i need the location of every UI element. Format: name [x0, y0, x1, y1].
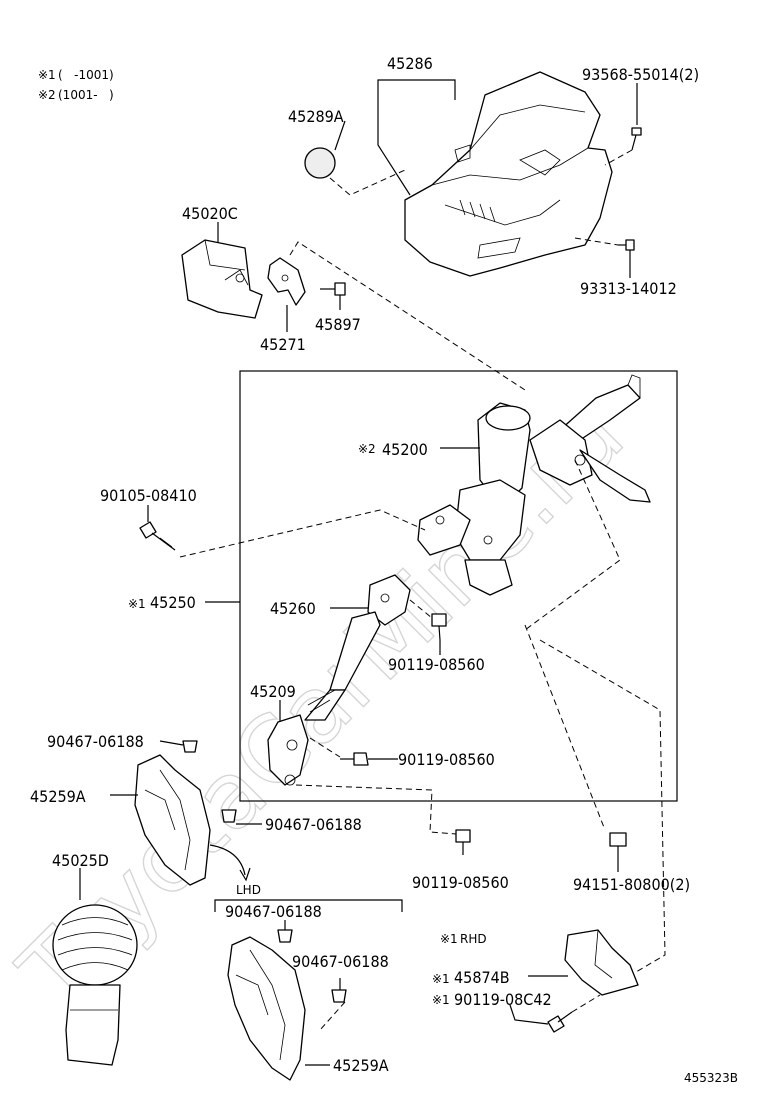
label-90119-08560-b: 90119-08560: [398, 750, 495, 769]
label-45259A-upper: 45259A: [30, 787, 86, 806]
label-45874B: 45874B: [454, 968, 510, 987]
steering-column-45200[interactable]: [417, 374, 651, 596]
screw-45897[interactable]: [320, 282, 346, 296]
cover-45259A-lower[interactable]: [227, 936, 306, 1081]
label-90119-08C42: 90119-08C42: [454, 990, 552, 1009]
diagram-id: 455323B: [684, 1071, 738, 1085]
emblem-45289A[interactable]: [304, 147, 336, 179]
bracket-45020C[interactable]: [181, 239, 263, 319]
label-90119-08C42-mark: ※1: [432, 993, 450, 1007]
screw-93313[interactable]: [618, 239, 635, 251]
label-45289A: 45289A: [288, 107, 344, 126]
assembly-box-45250: [239, 370, 678, 802]
bolt-90119-d[interactable]: [547, 1011, 573, 1033]
clip-90467-c[interactable]: [277, 929, 293, 943]
label-45200-mark: ※2: [358, 442, 376, 456]
label-94151-80800: 94151-80800(2): [573, 875, 690, 894]
label-90119-08560-a: 90119-08560: [388, 655, 485, 674]
label-45020C: 45020C: [182, 204, 238, 223]
label-45025D: 45025D: [52, 851, 109, 870]
label-45897: 45897: [315, 315, 361, 334]
lhd-bracket: [214, 899, 403, 912]
label-90467-06188-b: 90467-06188: [265, 815, 362, 834]
screw-93568[interactable]: [631, 127, 642, 151]
label-45209: 45209: [250, 682, 296, 701]
note-2-text: (1001- ): [58, 88, 114, 102]
label-45250: 45250: [150, 593, 196, 612]
note-2-mark: ※2: [38, 88, 56, 102]
note-1-mark: ※1: [38, 68, 56, 82]
legend-notes: ※1 ( -1001) ※2 (1001- ): [38, 68, 114, 102]
bolt-90119-a[interactable]: [431, 613, 447, 641]
label-lhd: LHD: [236, 883, 261, 897]
column-cover-45286[interactable]: [404, 71, 613, 277]
clip-90467-d[interactable]: [331, 989, 347, 1003]
clip-90467-a[interactable]: [182, 740, 198, 753]
clip-45271[interactable]: [267, 257, 306, 306]
universal-joint-45209[interactable]: [267, 714, 309, 786]
boot-45025D[interactable]: [52, 904, 138, 1066]
label-93568-55014: 93568-55014(2): [582, 65, 699, 84]
bolt-90105[interactable]: [139, 521, 176, 551]
label-45250-mark: ※1: [128, 597, 146, 611]
note-1-text: ( -1001): [58, 68, 114, 82]
label-45286: 45286: [387, 54, 433, 73]
label-45271: 45271: [260, 335, 306, 354]
rhd-mark: ※1: [440, 932, 458, 946]
clip-90467-b[interactable]: [221, 809, 237, 823]
intermediate-shaft-45260[interactable]: [304, 574, 411, 721]
label-93313-14012: 93313-14012: [580, 279, 677, 298]
label-45200: 45200: [382, 440, 428, 459]
label-90467-06188-c: 90467-06188: [225, 902, 322, 921]
label-45259A-lower: 45259A: [333, 1056, 389, 1075]
bolt-90119-c[interactable]: [455, 829, 471, 855]
label-90467-06188-d: 90467-06188: [292, 952, 389, 971]
label-45260: 45260: [270, 599, 316, 618]
rhd-text: RHD: [460, 932, 487, 946]
label-90119-08560-c: 90119-08560: [412, 873, 509, 892]
label-90467-06188-a: 90467-06188: [47, 732, 144, 751]
bolt-90119-b[interactable]: [340, 752, 369, 766]
cover-45259A-upper[interactable]: [134, 754, 211, 886]
nut-94151[interactable]: [609, 832, 627, 847]
label-45874B-mark: ※1: [432, 972, 450, 986]
cover-45874B[interactable]: [564, 929, 639, 996]
label-90105-08410: 90105-08410: [100, 486, 197, 505]
lhd-arrow: [209, 844, 246, 876]
